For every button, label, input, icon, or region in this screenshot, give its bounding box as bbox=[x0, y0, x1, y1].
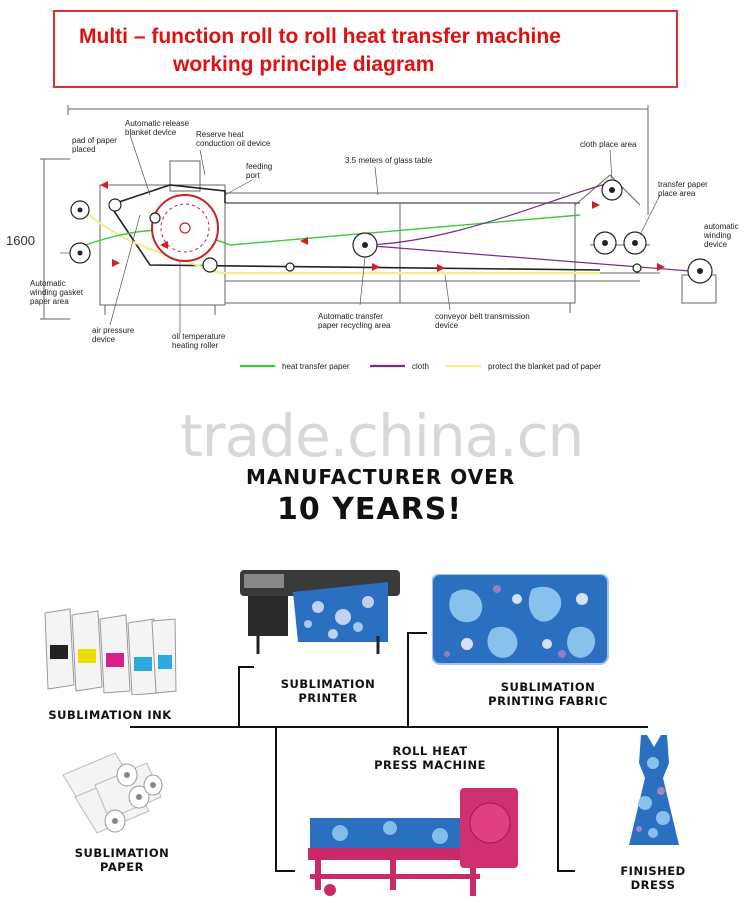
title-box: Multi – function roll to roll heat trans… bbox=[53, 10, 678, 88]
label-sublimation-ink: SUBLIMATION INK bbox=[48, 708, 172, 722]
label-oil-temperature: oil temperature heating roller bbox=[172, 332, 226, 350]
cloth-path bbox=[359, 182, 611, 246]
label-air-pressure: air pressure device bbox=[92, 326, 135, 344]
label-feeding-port: feeding port bbox=[246, 162, 273, 180]
label-transfer-paper-place: transfer paper place area bbox=[658, 180, 708, 198]
label-pad-of-paper: pad of paper placed bbox=[72, 136, 117, 154]
connector-main bbox=[130, 726, 648, 728]
label-cloth-place: cloth place area bbox=[580, 140, 637, 149]
legend-item-cloth: cloth bbox=[412, 362, 429, 371]
machine-diagram bbox=[40, 105, 717, 368]
label-winding-gasket: Automatic winding gasket paper area bbox=[30, 279, 83, 306]
printer-image bbox=[240, 570, 400, 654]
blanket-belt bbox=[109, 184, 226, 206]
dress-image bbox=[629, 735, 679, 845]
label-conveyor-belt: conveyor belt transmission device bbox=[435, 312, 530, 330]
label-finished-dress: FINISHED DRESS bbox=[620, 864, 686, 892]
ink-bottles-image bbox=[44, 608, 177, 695]
heat-press-machine-image bbox=[308, 788, 518, 896]
legend-item-pad: protect the blanket pad of paper bbox=[488, 362, 601, 371]
label-glass-table: 3.5 meters of glass table bbox=[345, 156, 433, 165]
label-auto-winding: automatic winding device bbox=[704, 222, 739, 249]
headline-line-1: MANUFACTURER OVER bbox=[246, 465, 516, 489]
watermark: trade.china.cn bbox=[180, 402, 584, 470]
machine-housing bbox=[99, 184, 226, 306]
dimension-label: 1600 bbox=[6, 233, 35, 248]
label-auto-release: Automatic release blanket device bbox=[125, 119, 190, 137]
label-paper-recycling: Automatic transfer paper recycling area bbox=[318, 312, 391, 330]
label-sublimation-printer: SUBLIMATION PRINTER bbox=[280, 677, 376, 705]
label-sublimation-fabric: SUBLIMATION PRINTING FABRIC bbox=[488, 680, 608, 708]
label-roll-heat-press: ROLL HEAT PRESS MACHINE bbox=[374, 744, 486, 772]
label-reserve-heat: Reserve heat conduction oil device bbox=[196, 130, 271, 148]
headline-line-2: 10 YEARS! bbox=[277, 492, 463, 527]
title-line-2: working principle diagram bbox=[173, 53, 435, 76]
paper-rolls-image bbox=[62, 752, 163, 834]
label-sublimation-paper: SUBLIMATION PAPER bbox=[74, 846, 170, 874]
legend-item-paper: heat transfer paper bbox=[282, 362, 350, 371]
title-line-1: Multi – function roll to roll heat trans… bbox=[79, 25, 561, 48]
fabric-image bbox=[432, 574, 609, 665]
